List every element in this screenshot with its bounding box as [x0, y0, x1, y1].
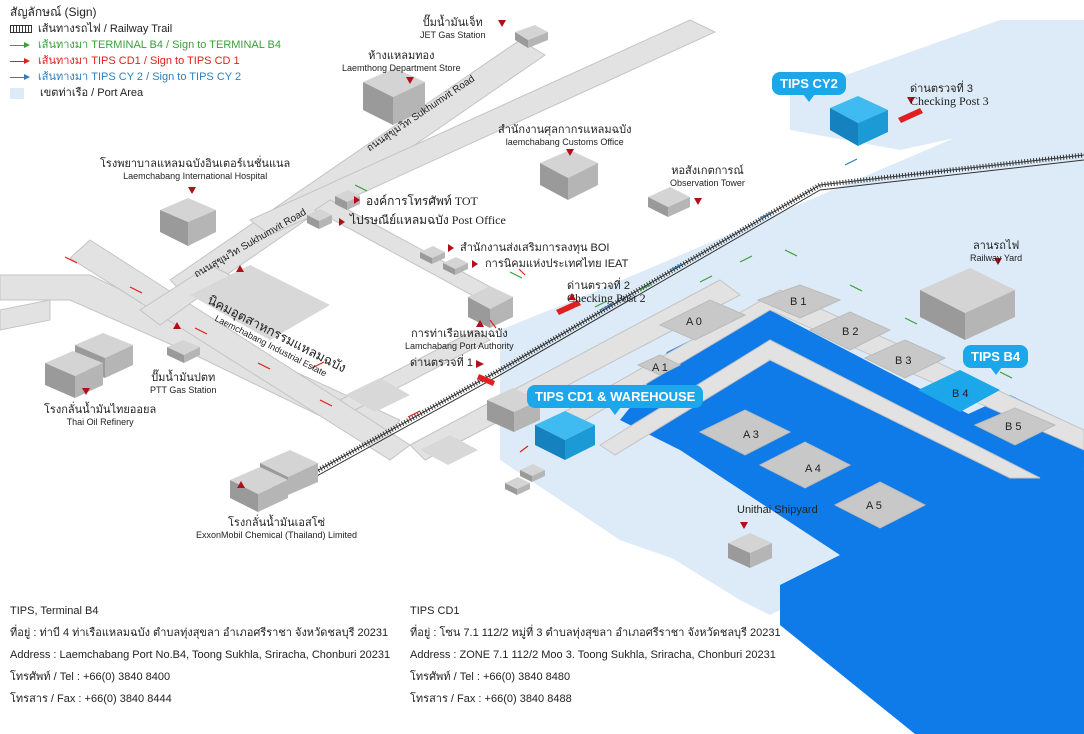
berth-b3: B 3 — [895, 355, 912, 367]
label-jet-en: JET Gas Station — [420, 30, 486, 40]
label-hospital-en: Laemchabang International Hospital — [123, 171, 268, 181]
label-exxon-en: ExxonMobil Chemical (Thailand) Limited — [196, 530, 358, 540]
berth-b5: B 5 — [1005, 421, 1022, 433]
legend-terminal-b4-label: เส้นทางมา TERMINAL B4 / Sign to TERMINAL… — [38, 39, 281, 51]
label-ptt-en: PTT Gas Station — [150, 385, 217, 395]
label-customs-en: laemchabang Customs Office — [505, 137, 624, 147]
address-cd1-tel: โทรศัพท์ / Tel : +66(0) 3840 8480 — [410, 671, 571, 683]
label-post: ไปรษณีย์แหลมฉบัง Post Office — [350, 214, 506, 227]
blue-arrow-icon — [10, 73, 30, 80]
address-cd1-en: Address : ZONE 7.1 112/2 Moo 3. Toong Su… — [410, 649, 776, 661]
label-observation-th: หอสังเกตการณ์ — [671, 165, 744, 177]
legend-port-area: เขตท่าเรือ / Port Area — [10, 85, 281, 101]
berth-b4-block — [918, 370, 1000, 412]
address-b4-th: ที่อยู่ : ท่าบี 4 ท่าเรือแหลมฉบัง ตำบลทุ… — [10, 627, 389, 639]
address-b4-fax: โทรสาร / Fax : +66(0) 3840 8444 — [10, 693, 172, 705]
legend-tips-cd1: เส้นทางมา TIPS CD1 / Sign to TIPS CD 1 — [10, 53, 281, 69]
legend-tips-cy2-label: เส้นทางมา TIPS CY 2 / Sign to TIPS CY 2 — [38, 71, 242, 83]
legend-port-area-label: เขตท่าเรือ / Port Area — [40, 87, 144, 99]
label-laemthong-en: Laemthong Department Store — [342, 63, 461, 73]
label-hospital-th: โรงพยาบาลแหลมฉบังอินเตอร์เนชั่นแนล — [100, 158, 291, 170]
berth-b2: B 2 — [842, 326, 859, 338]
green-arrow-icon — [10, 41, 30, 48]
label-checkpost2-th: ด่านตรวจที่ 2 — [567, 280, 630, 292]
legend-title: สัญลักษณ์ (Sign) — [10, 5, 97, 19]
label-observation-en: Observation Tower — [670, 178, 745, 188]
address-cd1-th: ที่อยู่ : โซน 7.1 112/2 หมู่ที่ 3 ตำบลทุ… — [410, 627, 781, 639]
buildings — [45, 25, 1015, 568]
label-tot: องค์การโทรศัพท์ TOT — [366, 195, 478, 208]
legend-railway-label: เส้นทางรถไฟ / Railway Trail — [38, 23, 173, 35]
berth-b4: B 4 — [952, 388, 969, 400]
red-arrow-icon — [10, 57, 30, 64]
label-observation: หอสังเกตการณ์Observation Tower — [670, 165, 745, 189]
label-checkpost3-en: Checking Post 3 — [910, 94, 989, 108]
label-exxon-th: โรงกลั่นน้ำมันเอสโซ่ — [228, 517, 326, 529]
label-ieat: การนิคมแห่งประเทศไทย IEAT — [485, 258, 628, 270]
address-b4-tel: โทรศัพท์ / Tel : +66(0) 3840 8400 — [10, 671, 171, 683]
address-terminal-b4: TIPS, Terminal B4 ที่อยู่ : ท่าบี 4 ท่าเ… — [10, 600, 390, 710]
label-checkpost3-th: ด่านตรวจที่ 3 — [910, 83, 973, 95]
address-cd1-title: TIPS CD1 — [410, 605, 460, 617]
berth-a0: A 0 — [686, 316, 702, 328]
berth-b1: B 1 — [790, 296, 807, 308]
label-ieat-text: การนิคมแห่งประเทศไทย IEAT — [485, 258, 629, 270]
berth-a1: A 1 — [652, 362, 668, 374]
label-checkpost1-text: ด่านตรวจที่ 1 — [410, 357, 473, 369]
label-thaioil-th: โรงกลั่นน้ำมันไทยออยล — [44, 404, 157, 416]
label-boi: สำนักงานส่งเสริมการลงทุน BOI — [460, 242, 610, 254]
label-checkpost2-en: Checking Post 2 — [567, 291, 646, 305]
label-checkpost1: ด่านตรวจที่ 1 — [410, 357, 473, 369]
label-unithai: Unithai Shipyard — [737, 504, 818, 516]
address-b4-en: Address : Laemchabang Port No.B4, Toong … — [10, 649, 391, 661]
berth-a3: A 3 — [743, 429, 759, 441]
berth-blocks — [636, 284, 1057, 529]
label-unithai-text: Unithai Shipyard — [737, 504, 818, 516]
railway-icon — [10, 25, 32, 33]
port-area-swatch — [10, 87, 24, 99]
legend-railway: เส้นทางรถไฟ / Railway Trail — [10, 21, 281, 37]
callout-tips-cd1[interactable]: TIPS CD1 & WAREHOUSE — [527, 385, 704, 415]
label-boi-text: สำนักงานส่งเสริมการลงทุน BOI — [460, 242, 610, 254]
address-tips-cd1: TIPS CD1 ที่อยู่ : โซน 7.1 112/2 หมู่ที่… — [410, 600, 781, 710]
legend-tips-cd1-label: เส้นทางมา TIPS CD1 / Sign to TIPS CD 1 — [38, 55, 240, 67]
location-markers — [82, 20, 1002, 529]
callout-tips-b4[interactable]: TIPS B4 — [963, 345, 1029, 375]
label-portauth-en: Lamchabang Port Authority — [405, 341, 514, 351]
callout-tips-cy2[interactable]: TIPS CY2 — [772, 72, 846, 102]
label-portauth-th: การท่าเรือแหลมฉบัง — [410, 328, 508, 340]
label-laemthong-th: ห้างแหลมทอง — [368, 50, 435, 62]
sea — [620, 305, 1084, 734]
label-customs-th: สำนักงานศุลกากรแหลมฉบัง — [498, 124, 632, 136]
legend-tips-cy2: เส้นทางมา TIPS CY 2 / Sign to TIPS CY 2 — [10, 69, 281, 85]
legend-terminal-b4: เส้นทางมา TERMINAL B4 / Sign to TERMINAL… — [10, 37, 281, 53]
label-exxon: โรงกลั่นน้ำมันเอสโซ่ExxonMobil Chemical … — [196, 517, 357, 541]
label-tot-text: องค์การโทรศัพท์ TOT — [366, 194, 478, 208]
label-ptt-th: ปั๊มน้ำมันปตท — [151, 372, 216, 384]
label-jet-th: ปั๊มน้ำมันเจ็ท — [422, 17, 483, 29]
roads — [0, 19, 1084, 479]
berth-a5: A 5 — [866, 500, 882, 512]
berth-a4: A 4 — [805, 463, 821, 475]
label-post-text: ไปรษณีย์แหลมฉบัง Post Office — [350, 213, 506, 227]
label-railyard-en: Railway Yard — [970, 253, 1023, 263]
address-b4-title: TIPS, Terminal B4 — [10, 605, 99, 617]
address-cd1-fax: โทรสาร / Fax : +66(0) 3840 8488 — [410, 693, 572, 705]
route-arrows — [64, 158, 1013, 453]
legend: สัญลักษณ์ (Sign) เส้นทางรถไฟ / Railway T… — [10, 4, 281, 101]
label-railyard-th: ลานรถไฟ — [972, 240, 1020, 252]
checkpoints — [477, 108, 923, 386]
label-thaioil-en: Thai Oil Refinery — [66, 417, 134, 427]
